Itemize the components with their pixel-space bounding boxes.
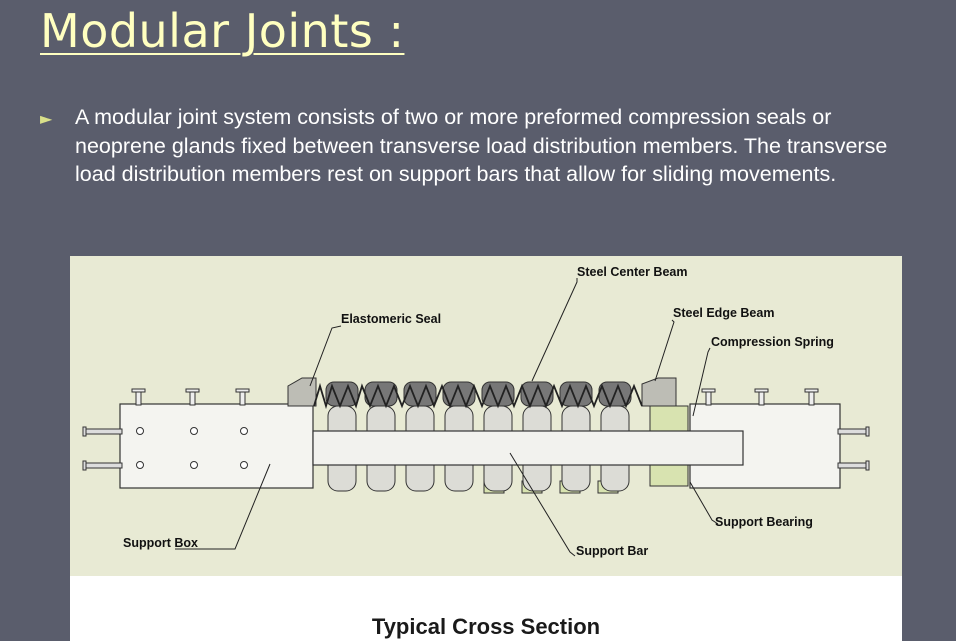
right-edge-beam (641, 377, 677, 407)
left-edge-beam (287, 377, 317, 407)
support-box-holes (136, 427, 248, 469)
cross-section-diagram: Steel Center Beam Elastomeric Seal Steel… (70, 256, 902, 576)
slide-title: Modular Joints : (40, 4, 405, 58)
label-support-bearing: Support Bearing (715, 515, 813, 529)
left-support-box (119, 403, 314, 489)
cross-section-figure: Steel Center Beam Elastomeric Seal Steel… (70, 256, 902, 641)
leader-lines (175, 278, 719, 557)
support-bar (312, 430, 744, 466)
label-steel-edge-beam: Steel Edge Beam (673, 306, 774, 320)
label-compression-spring: Compression Spring (711, 335, 834, 349)
label-support-bar: Support Bar (576, 544, 648, 558)
left-anchor-rods (82, 426, 123, 471)
label-support-box: Support Box (123, 536, 198, 550)
figure-caption: Typical Cross Section (371, 614, 601, 639)
elastomeric-seals (313, 382, 643, 410)
left-studs (131, 388, 250, 406)
bullet-item: ► A modular joint system consists of two… (40, 103, 920, 189)
right-anchor-rods (837, 426, 870, 471)
label-elastomeric-seal: Elastomeric Seal (341, 312, 441, 326)
label-steel-center-beam: Steel Center Beam (577, 265, 687, 279)
triangle-bullet-icon: ► (40, 109, 53, 128)
beam-heads (325, 381, 632, 407)
right-studs (701, 388, 819, 406)
bullet-text: A modular joint system consists of two o… (75, 105, 888, 186)
